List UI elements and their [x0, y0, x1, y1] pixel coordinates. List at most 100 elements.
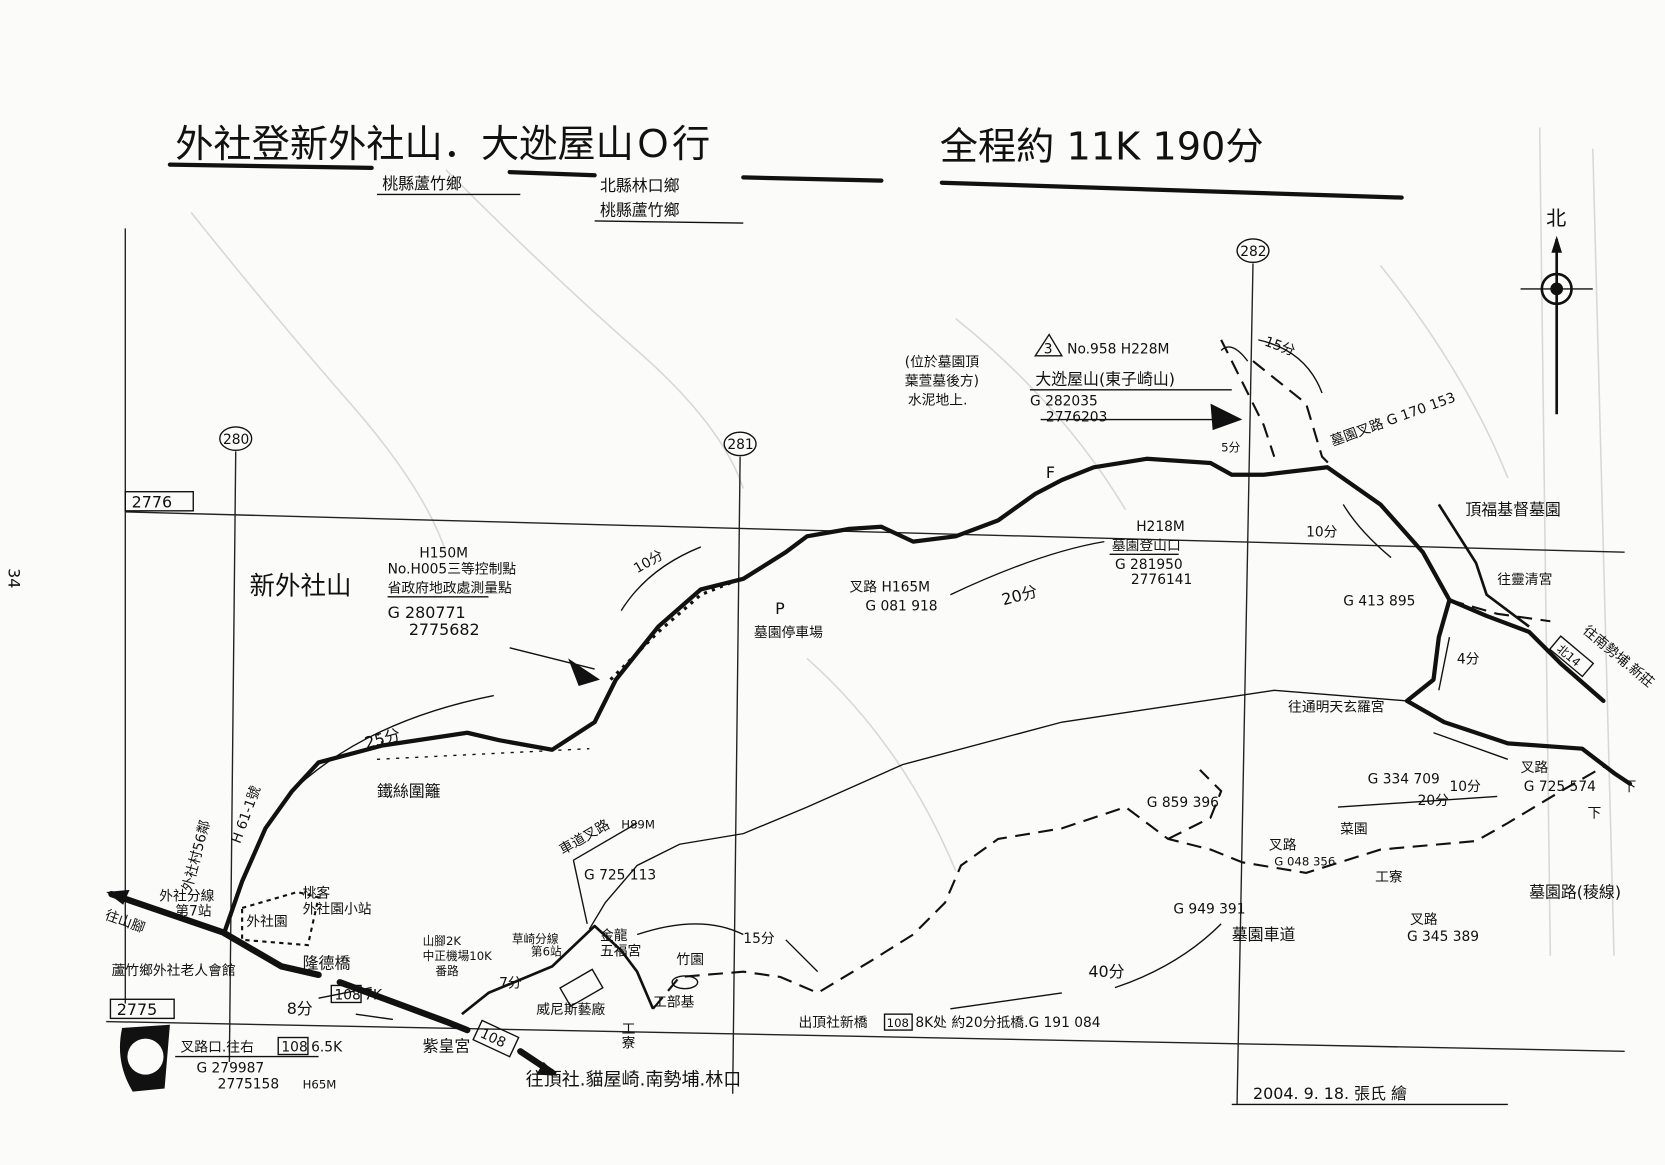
label-g1b: 2775682 — [409, 620, 480, 639]
label-6-5k: 6.5K — [311, 1039, 343, 1055]
label-junction-5: 叉路 — [1410, 912, 1438, 928]
grid-label-282: 282 — [1240, 244, 1266, 260]
subtitle-mid-2: 桃縣蘆竹鄉 — [600, 201, 680, 220]
label-bus-1: 外社分線 — [159, 889, 214, 905]
label-g4: G 081 918 — [865, 599, 937, 615]
label-taoke-1: 桃客 — [303, 884, 331, 901]
coordinate-grid: 280 281 282 2776 2775 — [106, 228, 1625, 1106]
label-5min: 5分 — [1221, 440, 1240, 454]
label-shanjiao-2: 中正機場10K — [423, 949, 493, 963]
label-jinlong: 金龍 — [600, 927, 628, 944]
label-7k: 7K — [364, 987, 383, 1003]
label-trailhead: 墓園登山口 — [1112, 538, 1181, 554]
label-g13: G 949 391 — [1173, 901, 1245, 917]
label-bus-1b: 第7站 — [175, 902, 212, 919]
label-g1a: G 280771 — [388, 603, 466, 622]
label-g10: G 048 356 — [1274, 854, 1335, 868]
label-peak-id: No.958 H228M — [1067, 342, 1169, 358]
label-10min-b: 10分 — [1306, 524, 1338, 540]
label-location-3: 水泥地上. — [908, 393, 968, 409]
signature: 2004. 9. 18. 張氏 繪 — [1253, 1084, 1407, 1103]
label-7min: 7分 — [499, 976, 522, 992]
label-venice: 威尼斯藝廠 — [536, 1001, 605, 1018]
label-chedao-junction: 車道叉路 — [556, 816, 612, 858]
subtitle-mid-1: 北縣林口鄉 — [600, 176, 680, 195]
label-g9: G 725 574 — [1524, 779, 1596, 795]
label-lingqing: 往靈清宮 — [1497, 572, 1552, 588]
label-gongliao: 工寮 — [618, 1022, 635, 1050]
label-10min-a: 10分 — [631, 547, 666, 577]
grid-label-2775: 2775 — [117, 1000, 157, 1019]
label-g6b: 2776203 — [1046, 410, 1107, 426]
label-location-2: 葉萱墓後方) — [905, 374, 979, 390]
label-25min: 25分 — [362, 725, 402, 753]
label-h65: H65M — [303, 1077, 337, 1091]
label-peak-number: 3 — [1044, 342, 1053, 358]
page-number: 34 — [4, 568, 23, 588]
subtitle-left: 桃縣蘆竹鄉 — [382, 174, 462, 193]
grid-label-2776: 2776 — [132, 493, 172, 512]
label-20min-a: 20分 — [1000, 581, 1040, 609]
label-cemetery-road: 墓園車道 — [1232, 925, 1296, 944]
label-vegetable-garden: 菜園 — [1340, 822, 1368, 838]
label-wufu-temple: 五福宮 — [600, 944, 641, 960]
north-compass: 北 — [1520, 206, 1593, 415]
map-labels: 新外社山 H150M No.H005三等控制點 省政府地政處測量點 G 2807… — [103, 333, 1657, 1103]
label-bridge-2b: 8K处 約20分抵橋.G 191 084 — [915, 1015, 1100, 1031]
label-4min: 4分 — [1457, 652, 1480, 668]
north-label: 北 — [1546, 206, 1566, 230]
label-control-point-2: 省政府地政處測量點 — [388, 581, 512, 597]
label-bus-2: 草崎分線 — [512, 932, 559, 946]
label-bus-2b: 第6站 — [531, 945, 562, 959]
label-10min-c: 10分 — [1449, 779, 1481, 795]
label-xinwaishe-mountain: 新外社山 — [250, 572, 352, 602]
label-bridge: 隆德橋 — [303, 953, 351, 972]
label-bridge-2a: 出頂社新橋 — [799, 1015, 868, 1031]
label-junction-4: 叉路 — [1269, 838, 1297, 854]
label-g5b: 2776141 — [1131, 572, 1192, 588]
label-taoke-2: 外社園小站 — [303, 901, 372, 917]
road-108-b: 108 — [281, 1039, 307, 1055]
label-zihuang-temple: 紫皇宮 — [423, 1036, 471, 1055]
label-control-point-1: No.H005三等控制點 — [388, 560, 517, 577]
label-down-1: 下 — [1623, 779, 1637, 795]
label-hall: 蘆竹鄉外社老人會館 — [111, 963, 235, 979]
label-20min-b: 20分 — [1418, 793, 1450, 809]
label-dingfu-cemetery: 頂福基督墓園 — [1465, 500, 1560, 519]
time-arrows — [286, 339, 1509, 1021]
label-8min: 8分 — [287, 999, 313, 1018]
label-shanjiao-1: 山腳2K — [423, 934, 462, 948]
label-gongliao-2: 工寮 — [1375, 868, 1403, 885]
label-location-1: (位於墓園頂 — [905, 354, 980, 370]
label-gongbu: 工部基 — [653, 994, 695, 1011]
label-to-nanshi: 往南勢埔.新莊 — [1580, 623, 1657, 691]
label-g5a: G 281950 — [1115, 557, 1183, 573]
label-junction-3: 叉路 — [1521, 760, 1549, 776]
label-g2a: G 279987 — [196, 1061, 264, 1077]
label-village: 外社村56鄰 — [180, 818, 214, 893]
road-108-a: 108 — [334, 987, 360, 1003]
label-parking-p: P — [775, 599, 785, 618]
label-bamboo: 竹園 — [676, 952, 704, 968]
grid-label-281: 281 — [727, 437, 753, 453]
label-h218: H218M — [1136, 519, 1185, 535]
label-15min-b: 15分 — [1262, 334, 1297, 360]
label-g7: G 413 895 — [1343, 593, 1415, 609]
label-g11: G 345 389 — [1407, 929, 1479, 945]
label-fence: 鐵絲圍籬 — [377, 781, 441, 800]
grid-label-280: 280 — [223, 432, 249, 448]
title-total: 全程約 11K 190分 — [940, 125, 1264, 169]
label-h150: H150M — [419, 546, 468, 562]
map-title: 外社登新外社山．大迯屋山Ｏ行 全程約 11K 190分 桃縣蘆竹鄉 北縣林口鄉 … — [167, 123, 1404, 224]
label-g12: G 859 396 — [1147, 795, 1219, 811]
label-shanjiao-3: 番路 — [435, 964, 459, 978]
label-g3: G 725 113 — [584, 867, 656, 883]
highway-emblem — [119, 1024, 170, 1092]
label-f: F — [1046, 463, 1055, 482]
label-down-2: 下 — [1587, 806, 1601, 822]
background-contours — [190, 127, 1615, 956]
label-park: 外社園 — [246, 914, 287, 930]
label-40min: 40分 — [1088, 962, 1124, 981]
road-108-d: 108 — [887, 1016, 909, 1030]
